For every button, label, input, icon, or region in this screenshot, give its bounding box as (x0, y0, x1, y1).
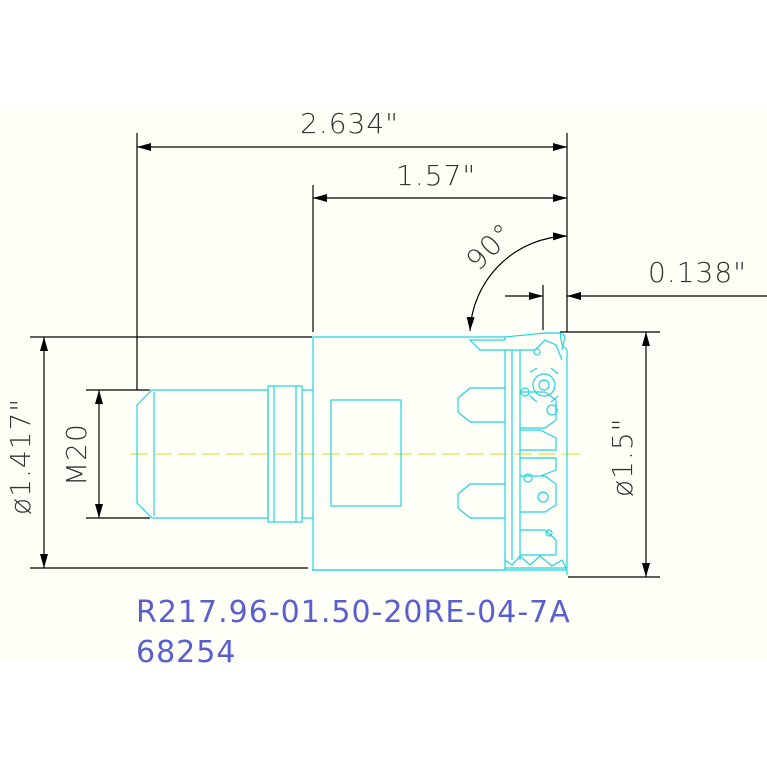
dimension-lines (30, 133, 767, 578)
hole-2 (546, 404, 558, 416)
upper-insert-screw (532, 373, 556, 397)
hole-5 (533, 348, 541, 356)
cutting-diameter-label: ø1.5" (606, 417, 639, 497)
cutter-outline (136, 332, 568, 575)
hole-6 (545, 529, 553, 537)
head-length-label: 1.57" (396, 159, 476, 192)
insert-zone (504, 332, 568, 569)
body-diameter-label: ø1.417" (4, 398, 37, 515)
hole-3 (523, 473, 533, 483)
hole-4 (537, 491, 549, 503)
lower-flute (457, 483, 505, 519)
insert-offset-label: 0.138" (648, 256, 747, 289)
angle-arc (466, 232, 568, 332)
hole-1 (520, 387, 530, 397)
part-number: R217.96-01.50-20RE-04-7A (136, 595, 571, 630)
upper-flute (457, 387, 505, 423)
thread-size-label: M20 (60, 423, 93, 486)
part-code: 68254 (136, 635, 236, 670)
wrench-flat (330, 399, 402, 507)
collar-outline (267, 385, 303, 523)
overall-length-label: 2.634" (300, 107, 399, 140)
